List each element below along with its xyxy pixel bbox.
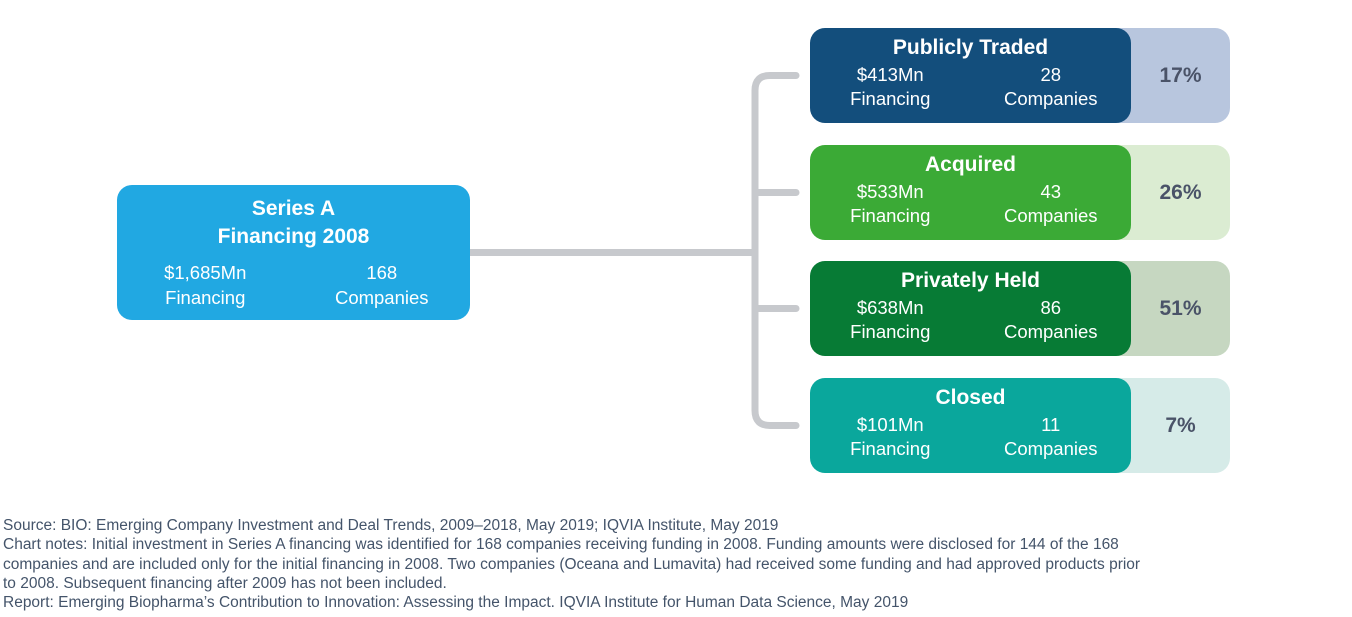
companies-value: 43 [1040, 181, 1062, 202]
series-a-title: Series A Financing 2008 [117, 185, 470, 251]
companies-value: 11 [1041, 414, 1061, 435]
outcome-stats: $413Mn Financing 28 Companies [810, 63, 1131, 111]
outcome-title: Privately Held [901, 269, 1040, 292]
financing-stat: $638Mn Financing [810, 296, 971, 344]
outcome-node-publicly-traded: Publicly Traded $413Mn Financing 28 Comp… [810, 28, 1230, 123]
series-a-title-line2: Financing 2008 [217, 225, 370, 248]
companies-value: 28 [1040, 64, 1062, 85]
outcome-box: Publicly Traded $413Mn Financing 28 Comp… [810, 28, 1131, 123]
outcome-node-acquired: Acquired $533Mn Financing 43 Companies 2… [810, 145, 1230, 240]
percent-value: 7% [1165, 413, 1196, 437]
chart-notes-line-2: companies and are included only for the … [3, 555, 1141, 573]
financing-stat: $101Mn Financing [810, 413, 971, 461]
financing-label: Financing [850, 88, 931, 109]
financing-label: Financing [850, 438, 931, 459]
outcome-title: Publicly Traded [892, 36, 1049, 59]
financing-value: $413Mn [856, 64, 924, 85]
outcome-box: Acquired $533Mn Financing 43 Companies [810, 145, 1131, 240]
series-a-node: Series A Financing 2008 $1,685Mn Financi… [117, 185, 470, 320]
chart-notes-line-3: to 2008. Subsequent financing after 2009… [3, 574, 447, 592]
series-a-title-line1: Series A [251, 197, 336, 220]
companies-value: 86 [1040, 297, 1062, 318]
companies-stat: 168 Companies [294, 260, 471, 310]
report-note: Report: Emerging Biopharma’s Contributio… [3, 594, 909, 612]
companies-stat: 11 Companies [971, 413, 1132, 461]
financing-value: $533Mn [856, 181, 924, 202]
outcome-title: Acquired [924, 153, 1016, 176]
percent-value: 26% [1159, 180, 1202, 204]
percent-value: 51% [1159, 296, 1202, 320]
financing-label: Financing [850, 205, 931, 226]
financing-label: Financing [850, 321, 931, 342]
companies-label: Companies [1003, 205, 1098, 226]
outcome-stats: $101Mn Financing 11 Companies [810, 413, 1131, 461]
companies-label: Companies [1003, 88, 1098, 109]
outcome-stats: $533Mn Financing 43 Companies [810, 180, 1131, 228]
outcome-title: Closed [935, 386, 1006, 409]
financing-label: Financing [165, 287, 246, 308]
companies-label: Companies [334, 287, 429, 308]
companies-stat: 86 Companies [971, 296, 1132, 344]
companies-stat: 28 Companies [971, 63, 1132, 111]
companies-value: 168 [366, 262, 398, 283]
source-note: Source: BIO: Emerging Company Investment… [3, 517, 779, 534]
companies-label: Companies [1003, 438, 1098, 459]
chart-footnotes: Source: BIO: Emerging Company Investment… [3, 516, 1140, 612]
chart-notes-line-1: Chart notes: Initial investment in Serie… [3, 536, 1119, 554]
financing-stat: $413Mn Financing [810, 63, 971, 111]
outcome-box: Privately Held $638Mn Financing 86 Compa… [810, 261, 1131, 356]
companies-stat: 43 Companies [971, 180, 1132, 228]
outcome-node-closed: Closed $101Mn Financing 11 Companies 7% [810, 378, 1230, 473]
financing-value: $1,685Mn [164, 262, 247, 283]
series-a-stats: $1,685Mn Financing 168 Companies [117, 260, 470, 310]
financing-stat: $533Mn Financing [810, 180, 971, 228]
outcome-node-privately-held: Privately Held $638Mn Financing 86 Compa… [810, 261, 1230, 356]
connector-trunk [751, 72, 800, 429]
financing-value: $101Mn [856, 414, 924, 435]
companies-label: Companies [1003, 321, 1098, 342]
financing-value: $638Mn [856, 297, 924, 318]
percent-value: 17% [1159, 63, 1202, 87]
outcome-stats: $638Mn Financing 86 Companies [810, 296, 1131, 344]
outcome-box: Closed $101Mn Financing 11 Companies [810, 378, 1131, 473]
financing-stat: $1,685Mn Financing [117, 260, 294, 310]
